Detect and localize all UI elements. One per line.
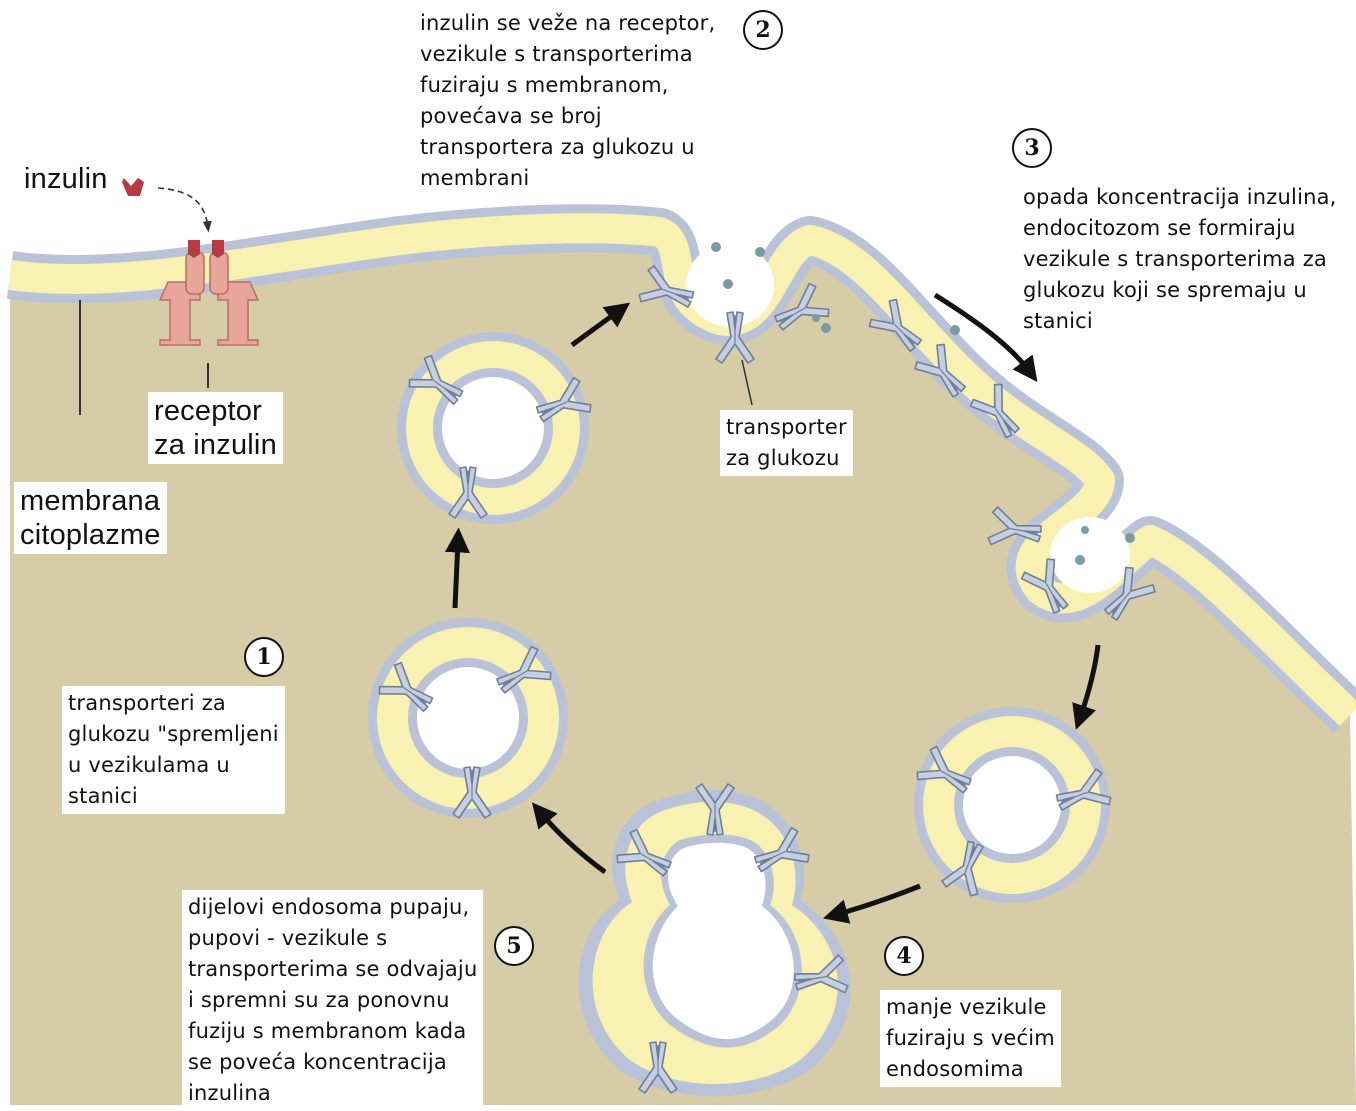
membrane-label: membrana citoplazme (14, 482, 167, 554)
receptor-label: receptor za inzulin (148, 392, 283, 464)
step-4-text: manje vezikule fuziraju s većim endosomi… (880, 990, 1061, 1087)
vesicle-lower-left (368, 618, 568, 818)
step-1-number: 1 (244, 637, 284, 677)
insulin-binding-arrow (158, 188, 208, 228)
transporter-label: transporter za glukozu (720, 410, 853, 476)
step-4-number: 4 (884, 936, 924, 976)
step-5-text: dijelovi endosoma pupaju, pupovi - vezik… (182, 890, 483, 1111)
insulin-label: inzulin (20, 162, 112, 196)
step-5-number: 5 (494, 926, 534, 966)
step-2-text: inzulin se veže na receptor, vezikule s … (414, 6, 721, 196)
step-3-text: opada koncentracija inzulina, endocitozo… (1017, 180, 1343, 339)
insulin-molecule-icon (122, 178, 144, 196)
step-3-number: 3 (1012, 128, 1052, 168)
step-1-text: transporteri za glukozu "spremljeni u ve… (62, 686, 285, 814)
step-2-number: 2 (743, 10, 783, 50)
